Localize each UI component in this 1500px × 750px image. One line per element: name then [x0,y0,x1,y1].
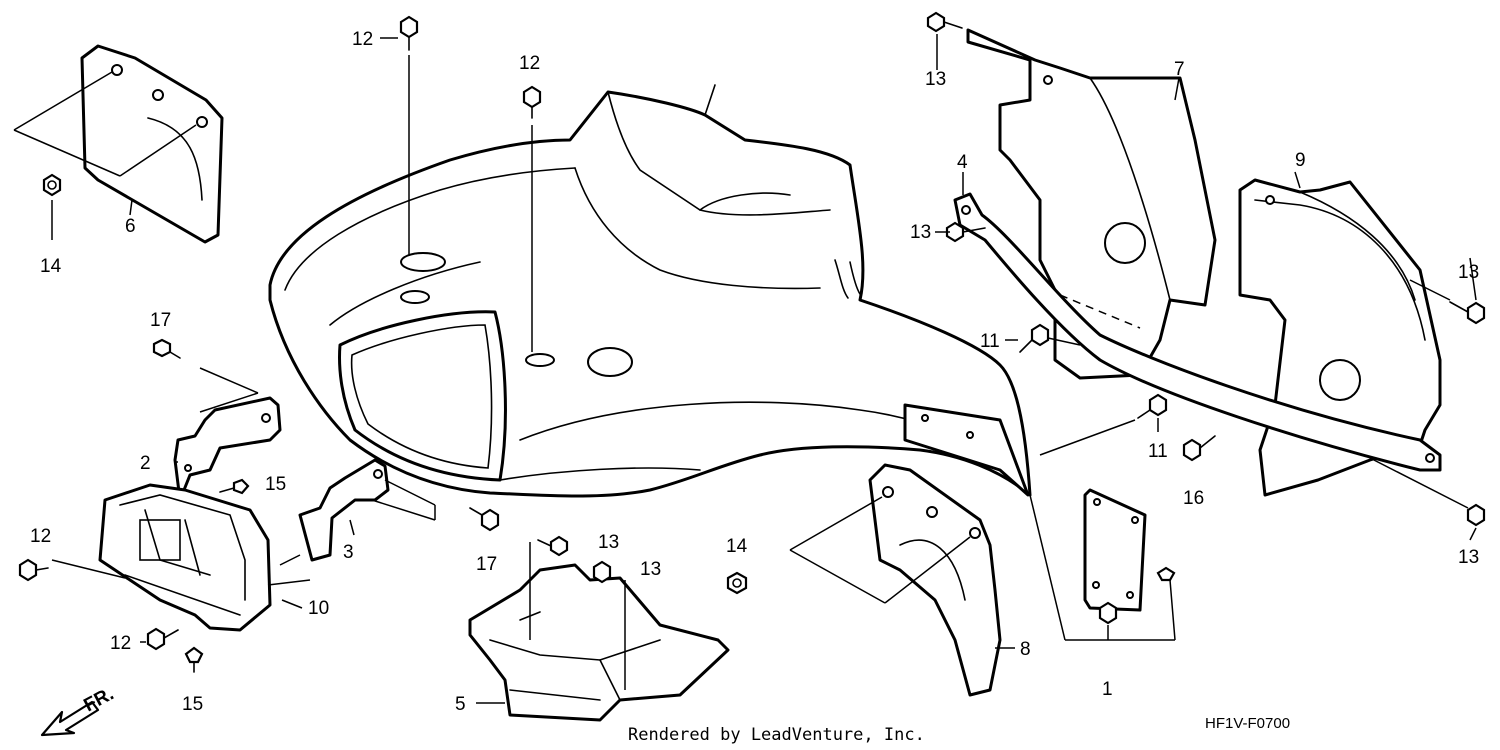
callout-12: 12 [110,633,131,654]
fastener-12-bolt-d[interactable] [146,627,179,651]
fastener-12-bolt-c[interactable] [18,558,126,582]
fastener-13-bolt-d[interactable] [1369,457,1486,527]
front-arrow-icon [40,700,100,737]
part-6-mud-plate[interactable] [13,44,224,244]
callout-13: 13 [910,222,931,243]
callout-16: 16 [1183,488,1204,509]
callout-7: 7 [1174,59,1185,80]
part-8-mud-guard[interactable] [789,463,1002,697]
callout-15: 15 [182,694,203,715]
fastener-13-bolt-c[interactable] [1409,279,1486,325]
fastener-17-bolt-b[interactable] [469,507,500,532]
fastener-1-nut[interactable] [1098,601,1118,625]
callout-13: 13 [1458,262,1479,283]
callout-5: 5 [455,694,466,715]
part-1-plate[interactable] [1029,488,1176,641]
fastener-12-bolt-a[interactable] [399,15,419,255]
fastener-14-nut-b[interactable] [726,571,748,595]
fastener-13-bolt-a[interactable] [926,11,963,33]
fastener-16-bolt[interactable] [1182,435,1216,462]
callout-4: 4 [957,152,968,173]
fastener-14-nut-a[interactable] [42,173,62,197]
fastener-11-bolt-a[interactable] [1019,323,1081,353]
fastener-11-bolt-b[interactable] [1039,393,1168,456]
callout-labels: 12 12 12 12 13 13 13 13 13 13 7 4 9 11 1… [30,29,1479,715]
callout-12: 12 [352,29,373,50]
callout-9: 9 [1295,150,1306,171]
callout-17: 17 [476,554,497,575]
callout-1: 1 [1102,679,1113,700]
callout-11: 11 [980,331,1000,352]
part-7-inner-fender[interactable] [966,28,1217,380]
fastener-15-screw-a[interactable] [219,478,250,495]
callout-2: 2 [140,453,151,474]
fastener-15-screw-b[interactable] [184,646,204,673]
fastener-17-bolt-a[interactable] [152,338,181,359]
part-3-bracket[interactable] [298,458,436,562]
fastener-13-bolt-e[interactable] [529,535,569,640]
callout-12: 12 [519,53,540,74]
callout-13: 13 [1458,547,1479,568]
front-fender-body[interactable] [268,84,1032,498]
drawing-code: HF1V-F0700 [1205,715,1290,732]
callout-17: 17 [150,310,171,331]
callout-10: 10 [308,598,329,619]
callout-13: 13 [598,532,619,553]
callout-leaders [51,34,1477,704]
fastener-12-bolt-b[interactable] [522,85,542,352]
callout-14: 14 [726,536,748,557]
callout-11: 11 [1148,441,1168,462]
fastener-13-bolt-b[interactable] [945,221,986,243]
fastener-13-bolt-f[interactable] [592,560,626,690]
callout-13: 13 [640,559,661,580]
callout-14: 14 [40,256,62,277]
fastener-1-clip[interactable] [1156,566,1176,582]
front-direction-indicator: FR. [40,684,117,737]
part-4-stay[interactable] [953,192,1442,472]
callout-12: 12 [30,526,51,547]
callout-15: 15 [265,474,286,495]
part-2-bracket[interactable] [173,367,282,502]
callout-13: 13 [925,69,946,90]
callout-6: 6 [125,216,136,237]
part-5-tray[interactable] [468,563,730,722]
render-credit: Rendered by LeadVenture, Inc. [628,725,925,745]
part-10-headlight-case[interactable] [98,483,311,632]
callout-3: 3 [343,542,354,563]
callout-8: 8 [1020,639,1031,660]
